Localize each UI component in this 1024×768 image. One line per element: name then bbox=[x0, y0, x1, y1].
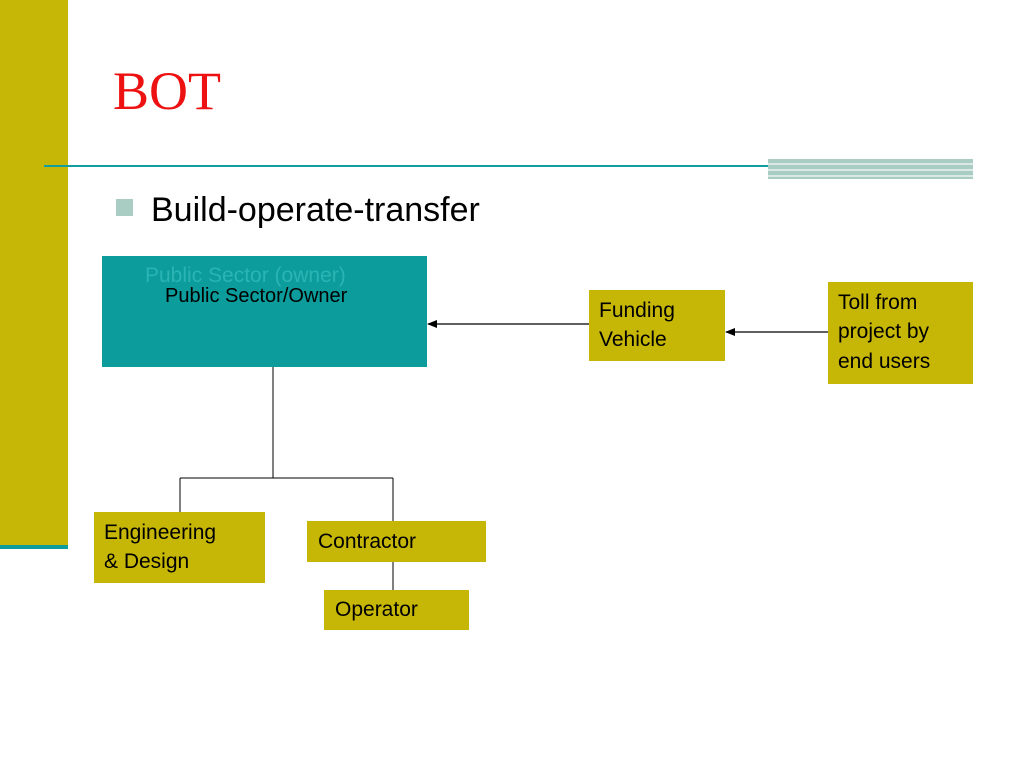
contractor-label: Contractor bbox=[318, 530, 417, 553]
public-sector-owner-box bbox=[102, 256, 427, 367]
slide-title: BOT bbox=[113, 61, 221, 121]
left-accent-rule bbox=[0, 545, 68, 549]
public-sector-owner-label: Public Sector/Owner bbox=[165, 285, 348, 307]
title-divider bbox=[44, 165, 973, 167]
title-divider-stripes bbox=[768, 159, 973, 179]
funding-vehicle-box: Funding Vehicle bbox=[589, 290, 725, 361]
toll-label: Toll from project by end users bbox=[838, 291, 931, 373]
contractor-box: Contractor bbox=[307, 521, 486, 562]
left-accent-band bbox=[0, 0, 68, 545]
operator-label: Operator bbox=[335, 598, 418, 621]
bullet-square-icon bbox=[116, 199, 133, 216]
toll-box: Toll from project by end users bbox=[828, 282, 973, 384]
operator-box: Operator bbox=[324, 590, 469, 630]
engineering-design-label: Engineering & Design bbox=[104, 521, 217, 574]
engineering-design-box: Engineering & Design bbox=[94, 512, 265, 583]
bullet-text: Build-operate-transfer bbox=[151, 191, 480, 229]
funding-vehicle-label: Funding Vehicle bbox=[599, 299, 675, 352]
owner-overlapped-label: Public Sector (owner) bbox=[145, 264, 346, 287]
